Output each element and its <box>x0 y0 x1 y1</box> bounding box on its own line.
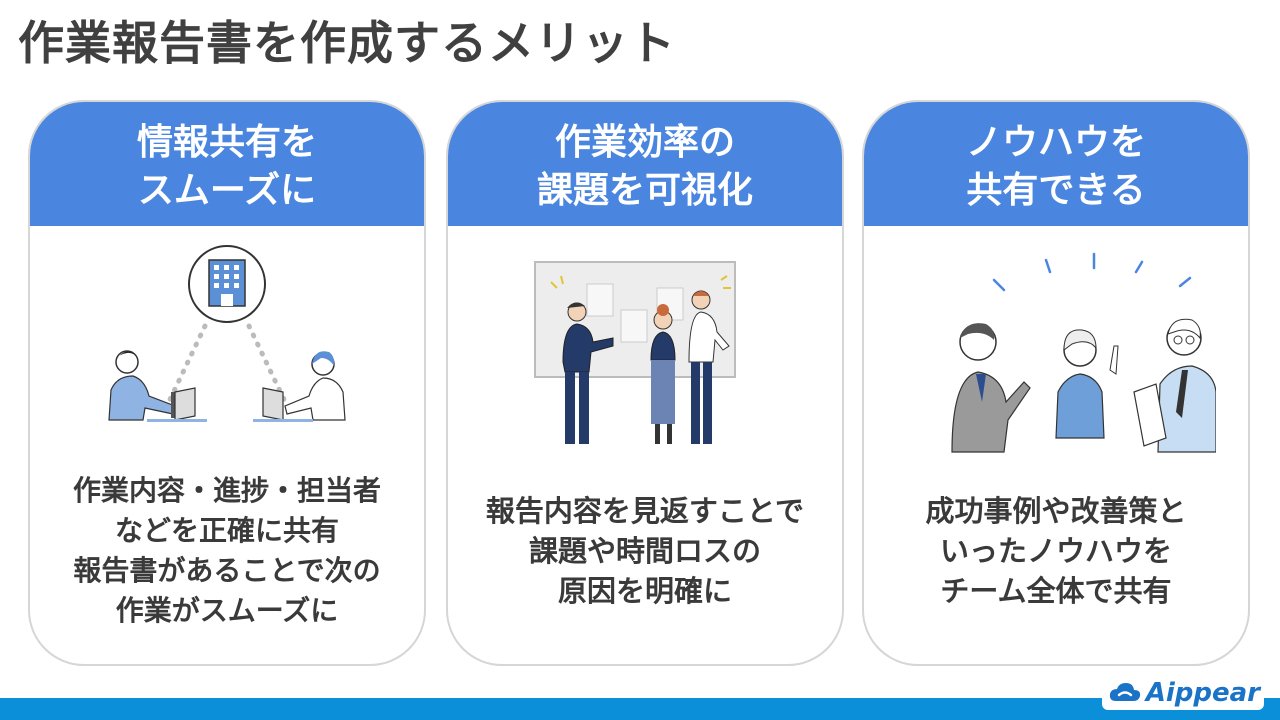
card-header: 作業効率の 課題を可視化 <box>448 102 842 226</box>
card-body-line: 作業内容・進捗・担当者 <box>72 474 381 507</box>
card-header-line: 課題を可視化 <box>536 170 753 211</box>
card-description: 成功事例や改善策と いったノウハウを チーム全体で共有 <box>864 462 1248 640</box>
team-whiteboard-icon <box>448 242 842 472</box>
card-header-line: ノウハウを <box>965 122 1146 163</box>
team-discussion-icon <box>864 242 1248 472</box>
card-header-line: 共有できる <box>966 170 1146 211</box>
card-header: ノウハウを 共有できる <box>864 102 1248 226</box>
office-workers-sharing-icon <box>30 242 424 472</box>
merit-card-efficiency: 作業効率の 課題を可視化 <box>446 100 844 666</box>
card-header-line: 情報共有を <box>136 122 317 163</box>
logo-text: Aippear <box>1145 678 1260 708</box>
brand-logo: Aippear <box>1101 676 1264 710</box>
merit-card-knowhow: ノウハウを 共有できる <box>862 100 1250 666</box>
card-body-line: チーム全体で共有 <box>940 574 1172 608</box>
card-body-line: いったノウハウを <box>939 534 1172 568</box>
card-body-line: 報告書があることで次の <box>73 554 381 587</box>
card-body-line: などを正確に共有 <box>114 514 339 547</box>
page-title: 作業報告書を作成するメリット <box>18 16 676 70</box>
card-header: 情報共有を スムーズに <box>30 102 424 226</box>
cloud-logo-icon <box>1109 683 1140 701</box>
card-header-line: スムーズに <box>137 170 317 211</box>
merit-card-info-sharing: 情報共有を スムーズに <box>28 100 426 666</box>
card-description: 報告内容を見返すことで 課題や時間ロスの 原因を明確に <box>448 462 842 640</box>
card-header-line: 作業効率の <box>554 122 735 163</box>
card-description: 作業内容・進捗・担当者 などを正確に共有 報告書があることで次の 作業がスムーズ… <box>30 462 424 640</box>
card-body-line: 課題や時間ロスの <box>528 534 761 568</box>
card-body-line: 作業がスムーズに <box>115 594 339 627</box>
footer-bar <box>0 698 1280 720</box>
card-body-line: 報告内容を見返すことで <box>485 494 805 528</box>
card-body-line: 原因を明確に <box>557 574 732 608</box>
card-body-line: 成功事例や改善策と <box>925 494 1187 528</box>
